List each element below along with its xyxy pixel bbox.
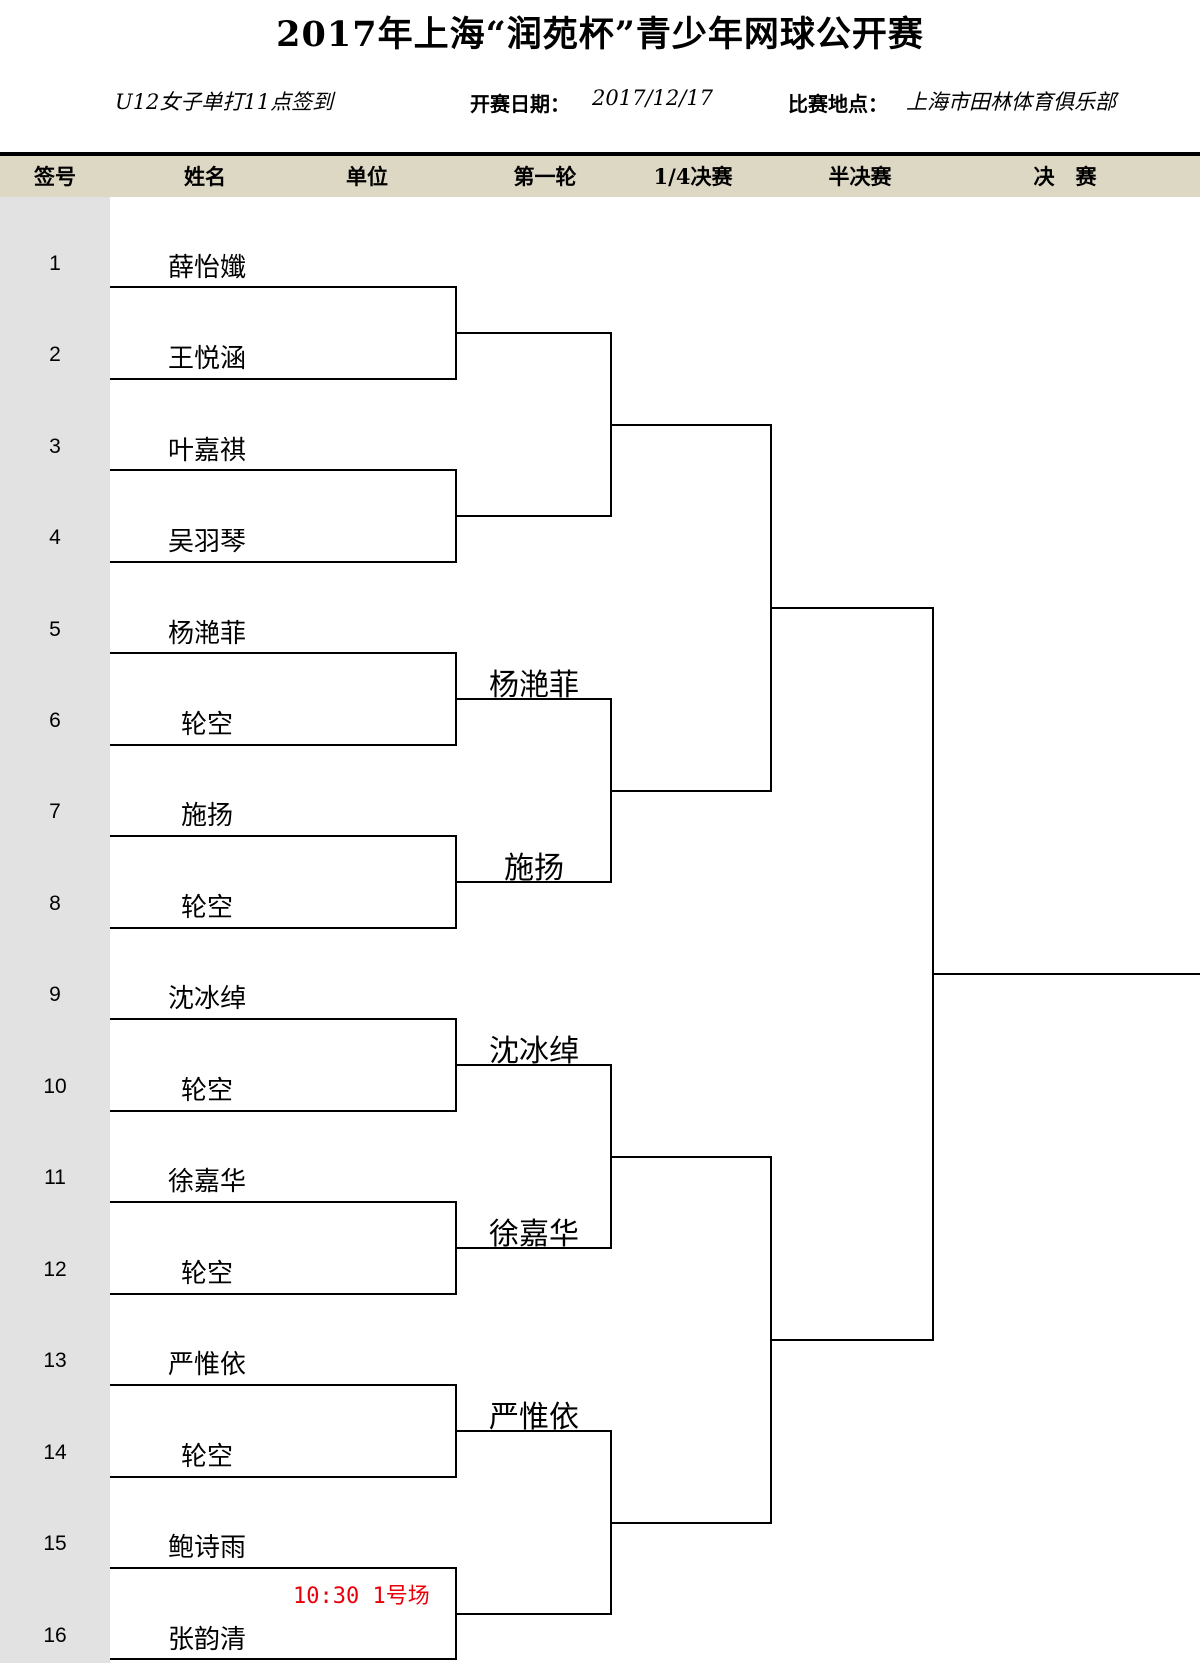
player-name: 徐嘉华 xyxy=(167,1167,246,1197)
player-name: 叶嘉祺 xyxy=(167,436,246,466)
seed-number: 14 xyxy=(43,1441,67,1464)
seed-number: 7 xyxy=(49,800,61,823)
header-semifinal: 半决赛 xyxy=(828,164,892,189)
player-name: 轮空 xyxy=(180,893,233,923)
round1-winner: 施扬 xyxy=(504,851,564,886)
date-value: 2017/12/17 xyxy=(592,86,714,110)
seed-number: 5 xyxy=(49,618,61,641)
seed-number: 16 xyxy=(43,1624,67,1647)
header-round1: 第一轮 xyxy=(513,164,577,189)
event-name: U12女子单打11点签到 xyxy=(115,90,334,114)
header-rule xyxy=(0,152,1200,156)
seed-number: 6 xyxy=(49,709,61,732)
player-name: 吴羽琴 xyxy=(167,527,246,557)
player-name: 王悦涵 xyxy=(167,344,246,374)
header-quarterfinal: 1/4决赛 xyxy=(653,164,733,189)
player-name: 轮空 xyxy=(180,1442,233,1472)
header-final: 决 赛 xyxy=(1033,164,1097,189)
round1-winner: 沈冰绰 xyxy=(489,1034,579,1069)
seed-number: 11 xyxy=(44,1166,66,1189)
page-title: 2017年上海“润苑杯”青少年网球公开赛 xyxy=(276,14,924,55)
player-name: 轮空 xyxy=(180,1076,233,1106)
seed-number: 1 xyxy=(49,252,61,275)
player-name: 鲍诗雨 xyxy=(167,1533,246,1563)
player-name: 张韵清 xyxy=(167,1625,246,1655)
seed-number: 9 xyxy=(49,983,61,1006)
header-seed: 签号 xyxy=(34,164,76,189)
header-name: 姓名 xyxy=(184,164,226,189)
venue-value: 上海市田林体育俱乐部 xyxy=(906,90,1116,114)
seed-number: 15 xyxy=(43,1532,67,1555)
player-name: 施扬 xyxy=(180,801,233,831)
round1-winner: 徐嘉华 xyxy=(489,1217,579,1252)
venue-label: 比赛地点： xyxy=(788,92,888,116)
seed-number: 13 xyxy=(43,1349,67,1372)
seed-number: 4 xyxy=(49,526,61,549)
round1-winner: 严惟依 xyxy=(489,1400,579,1435)
seed-number: 12 xyxy=(43,1258,67,1281)
player-name: 轮空 xyxy=(180,1259,233,1289)
column-header: 签号 姓名 单位 第一轮 1/4决赛 半决赛 决 赛 xyxy=(0,156,1200,197)
seed-column xyxy=(0,197,110,1663)
player-name: 薛怡孅 xyxy=(167,253,246,283)
player-name: 轮空 xyxy=(180,710,233,740)
seed-number: 10 xyxy=(43,1075,67,1098)
seed-number: 8 xyxy=(49,892,61,915)
round1-winner: 杨滟菲 xyxy=(489,668,579,703)
header-unit: 单位 xyxy=(346,164,388,189)
player-name: 严惟依 xyxy=(167,1350,246,1380)
seed-number: 2 xyxy=(49,343,61,366)
seed-number: 3 xyxy=(49,435,61,458)
match-schedule-note: 10:30 1号场 xyxy=(293,1584,430,1609)
player-name: 杨滟菲 xyxy=(167,619,246,649)
date-label: 开赛日期： xyxy=(470,92,570,116)
player-name: 沈冰绰 xyxy=(167,984,246,1014)
